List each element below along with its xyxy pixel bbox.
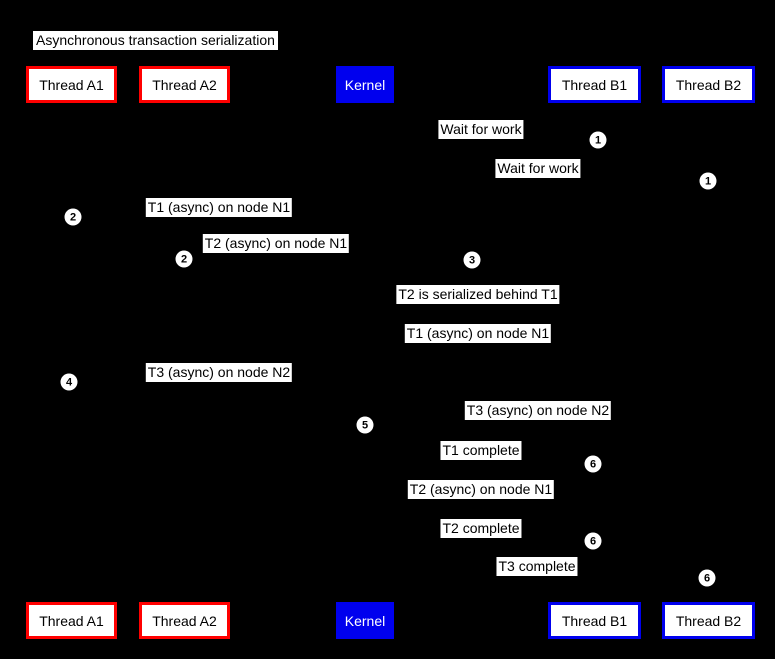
message-wait-for-work-b2: Wait for work xyxy=(495,159,581,178)
message-wait-for-work-b1: Wait for work xyxy=(438,120,524,139)
actor-box-thread-b1-top: Thread B1 xyxy=(548,66,641,103)
message-t2-async-to-b1: T2 (async) on node N1 xyxy=(407,480,555,499)
actor-box-thread-a1-bottom: Thread A1 xyxy=(26,602,117,639)
message-t2-async-a2: T2 (async) on node N1 xyxy=(202,234,350,253)
note-t2-serialized: T2 is serialized behind T1 xyxy=(396,285,560,304)
message-t3-async-to-b2: T3 (async) on node N2 xyxy=(464,401,612,420)
step-badge-1-b2: 1 xyxy=(699,172,717,190)
message-t1-async-to-b1: T1 (async) on node N1 xyxy=(404,324,552,343)
step-badge-1-b1: 1 xyxy=(589,131,607,149)
message-t3-complete: T3 complete xyxy=(496,557,578,576)
step-badge-2-a2: 2 xyxy=(175,250,193,268)
actor-box-thread-a2-top: Thread A2 xyxy=(139,66,230,103)
message-t1-async-a1: T1 (async) on node N1 xyxy=(145,198,293,217)
step-badge-6-a: 6 xyxy=(584,455,602,473)
actor-box-thread-a2-bottom: Thread A2 xyxy=(139,602,230,639)
step-badge-4: 4 xyxy=(60,373,78,391)
actor-box-thread-b1-bottom: Thread B1 xyxy=(548,602,641,639)
step-badge-6-c: 6 xyxy=(698,569,716,587)
actor-box-thread-b2-bottom: Thread B2 xyxy=(662,602,755,639)
message-t1-complete: T1 complete xyxy=(440,441,522,460)
actor-box-kernel-bottom: Kernel xyxy=(336,602,394,639)
message-t3-async-a1: T3 (async) on node N2 xyxy=(145,363,293,382)
step-badge-2-a1: 2 xyxy=(64,208,82,226)
step-badge-3: 3 xyxy=(463,251,481,269)
actor-box-thread-b2-top: Thread B2 xyxy=(662,66,755,103)
diagram-title: Asynchronous transaction serialization xyxy=(33,31,278,50)
actor-box-kernel-top: Kernel xyxy=(336,66,394,103)
message-t2-complete: T2 complete xyxy=(440,519,522,538)
step-badge-5: 5 xyxy=(356,416,374,434)
step-badge-6-b: 6 xyxy=(584,532,602,550)
actor-box-thread-a1-top: Thread A1 xyxy=(26,66,117,103)
